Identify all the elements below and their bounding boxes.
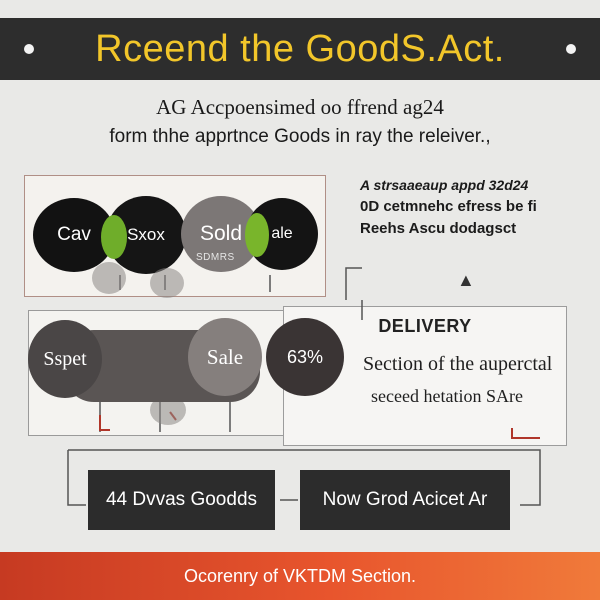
footer-text: Ocorenry of VKTDM Section. (183, 565, 417, 586)
intro-text: AG Accpoensimed oo ffrend ag24 form thhe… (20, 92, 580, 152)
circle-label: Sspet (43, 347, 87, 370)
green-overlap-accent (101, 215, 127, 259)
delivery-line: Section of the auperctal (363, 353, 553, 375)
goods-button[interactable]: 44 Dvvas Goodds (88, 470, 275, 530)
side-note-line: 0D cetmnehc efress be fi (360, 198, 537, 215)
delivery-body: Section of the auperctal seceed hetation… (363, 348, 593, 412)
page-title: Rceend the GoodS.Act. (95, 27, 505, 70)
circle-node: 63% (266, 318, 344, 396)
circle-sublabel: SDMRS (196, 252, 235, 263)
delivery-line: seceed hetation SAre (371, 386, 523, 406)
intro-line: AG Accpoensimed oo ffrend ag24 (156, 95, 444, 119)
circle-node: Sspet (28, 320, 102, 398)
side-note-line: Reehs Ascu dodagsct (360, 220, 517, 237)
footer-bar: Ocorenry of VKTDM Section. (0, 552, 600, 600)
now-good-button[interactable]: Now Grod Acicet Ar (300, 470, 510, 530)
side-note-line: A strsaaeaup appd 32d24 (360, 177, 529, 193)
circle-node: ale (246, 198, 318, 270)
circle-node: Sale (188, 318, 262, 396)
circle-label: Sold (199, 222, 243, 245)
circle-label: ale (271, 225, 293, 242)
delivery-title: DELIVERY (378, 316, 472, 336)
title-bar: Rceend the GoodS.Act. (0, 18, 600, 80)
sub-circle-decor (92, 262, 126, 294)
green-overlap-accent (245, 213, 269, 257)
up-arrow-icon: ▲ (457, 270, 475, 290)
side-note: A strsaaeaup appd 32d24 0D cetmnehc efre… (360, 174, 590, 240)
circle-label: Cav (57, 224, 91, 245)
bullet-dot-icon (566, 44, 576, 54)
circle-label: Sxox (127, 225, 165, 244)
circle-label: Sale (206, 344, 244, 369)
bullet-dot-icon (24, 44, 34, 54)
sub-circle-decor (150, 268, 184, 298)
circle-label: 63% (286, 346, 324, 367)
intro-line: form thhe apprtnce Goods in ray the rele… (109, 126, 491, 147)
